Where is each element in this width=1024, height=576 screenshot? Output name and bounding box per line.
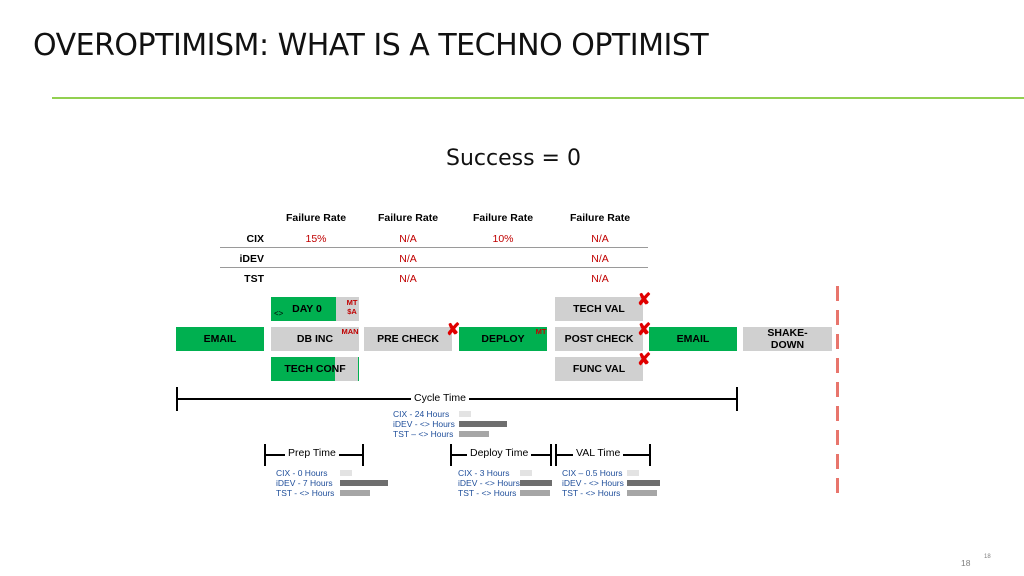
title-divider: [52, 97, 1024, 99]
prep-time-label: Prep Time: [285, 447, 339, 459]
day0-box: DAY 0: [271, 297, 359, 321]
val-time-label: VAL Time: [573, 447, 624, 459]
table-row-label: CIX: [246, 233, 264, 245]
table-row-label: TST: [244, 273, 264, 285]
deploy-cix-bar: [520, 470, 532, 476]
prep-tst-bar: [340, 490, 370, 496]
val-cix-stat: CIX – 0.5 Hours: [562, 468, 623, 478]
val-cix-bar: [627, 470, 639, 476]
val-idev-stat: iDEV - <> Hours: [562, 478, 624, 488]
prep-tst-stat: TST - <> Hours: [276, 488, 335, 498]
cycle-cix-bar: [459, 411, 471, 417]
cycle-tst-bar: [459, 431, 489, 437]
tech-conf-box: TECH CONF: [271, 357, 359, 381]
prep-cix-stat: CIX - 0 Hours: [276, 468, 328, 478]
deploy-box: DEPLOY: [459, 327, 547, 351]
table-header: Failure Rate: [377, 212, 439, 224]
deploy-idev-stat: iDEV - <> Hours: [458, 478, 520, 488]
day0-mt-label: MT: [346, 298, 358, 307]
table-row-divider: [220, 247, 648, 248]
tech-val-box: TECH VAL: [555, 297, 643, 321]
table-cell: 15%: [305, 233, 327, 245]
table-row-divider: [220, 267, 648, 268]
day0-sa-label: $A: [347, 307, 357, 316]
db-inc-man-label: MAN: [341, 327, 359, 336]
pre-check-box: PRE CHECK: [364, 327, 452, 351]
table-header: Failure Rate: [285, 212, 347, 224]
post-check-fail-icon: ✘: [637, 320, 652, 339]
table-row-label: iDEV: [239, 253, 264, 265]
table-cell: N/A: [591, 273, 609, 285]
email-end-box: EMAIL: [649, 327, 737, 351]
cycle-idev-bar: [459, 421, 507, 427]
deploy-tst-bar: [520, 490, 550, 496]
db-inc-box: DB INC: [271, 327, 359, 351]
tech-val-fail-icon: ✘: [637, 290, 652, 309]
deploy-tst-stat: TST - <> Hours: [458, 488, 517, 498]
deploy-mt-label: MT: [535, 327, 547, 336]
table-cell: N/A: [399, 273, 417, 285]
slide-title: OVEROPTIMISM: WHAT IS A TECHNO OPTIMIST: [33, 28, 709, 63]
cycle-tst-stat: TST – <> Hours: [393, 429, 454, 439]
table-cell: N/A: [591, 253, 609, 265]
cycle-cix-stat: CIX - 24 Hours: [393, 409, 450, 419]
shakedown-box: SHAKE- DOWN: [743, 327, 832, 351]
table-header: Failure Rate: [472, 212, 534, 224]
cycle-time-label: Cycle Time: [411, 392, 469, 404]
cycle-idev-stat: iDEV - <> Hours: [393, 419, 455, 429]
table-header: Failure Rate: [569, 212, 631, 224]
page-number-small: 18: [984, 554, 991, 560]
deploy-idev-bar: [520, 480, 552, 486]
table-cell: N/A: [591, 233, 609, 245]
val-tst-bar: [627, 490, 657, 496]
pre-check-fail-icon: ✘: [446, 320, 461, 339]
table-cell: N/A: [399, 233, 417, 245]
table-cell: N/A: [399, 253, 417, 265]
day0-arrow-label: <>: [274, 309, 284, 318]
red-dashed-marker: [836, 286, 839, 498]
prep-cix-bar: [340, 470, 352, 476]
day0-label: DAY 0: [292, 303, 322, 315]
prep-idev-stat: iDEV - 7 Hours: [276, 478, 333, 488]
deploy-time-label: Deploy Time: [467, 447, 532, 459]
deploy-cix-stat: CIX - 3 Hours: [458, 468, 510, 478]
func-val-box: FUNC VAL: [555, 357, 643, 381]
post-check-box: POST CHECK: [555, 327, 643, 351]
val-tst-stat: TST - <> Hours: [562, 488, 621, 498]
email-start-box: EMAIL: [176, 327, 264, 351]
val-idev-bar: [627, 480, 660, 486]
page-number: 18: [961, 558, 971, 568]
table-cell: 10%: [492, 233, 514, 245]
func-val-fail-icon: ✘: [637, 350, 652, 369]
prep-idev-bar: [340, 480, 388, 486]
success-heading: Success = 0: [446, 146, 581, 171]
